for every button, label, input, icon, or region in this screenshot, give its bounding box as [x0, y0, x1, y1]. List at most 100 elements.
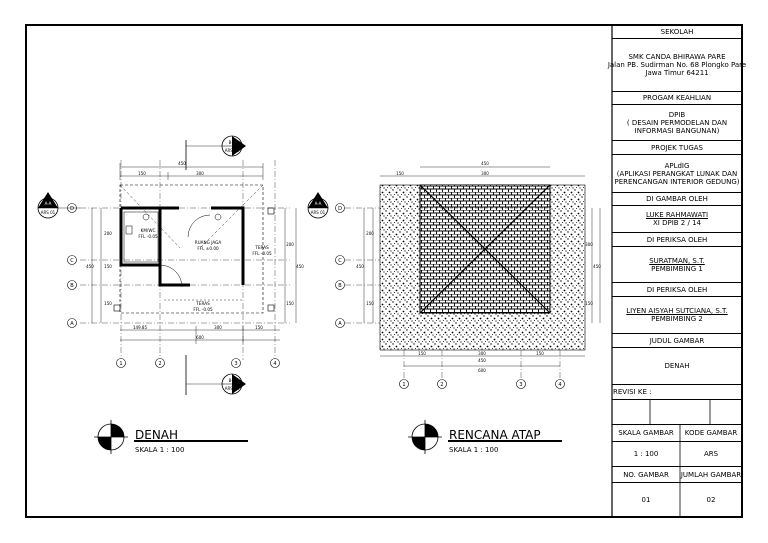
section-a-ref-left: ARS 01: [41, 210, 56, 215]
tb-program-header: PROGAM KEAHLIAN: [612, 92, 742, 105]
roof-dim-bottom-total: 600: [478, 368, 486, 373]
tb-project-name-3: PERENCANGAN INTERIOR GEDUNG): [614, 177, 740, 186]
section-a-label-left: A-A: [45, 201, 52, 206]
tb-school-address-2: Jawa Timur 64211: [645, 69, 709, 77]
grid-label-d: D: [70, 206, 74, 212]
roof-grid-label-c: C: [338, 258, 342, 264]
room-main-level: FFL ±0.00: [197, 246, 219, 251]
dim-left-a: 200: [104, 231, 112, 236]
denah-scale: SKALA 1 : 100: [135, 446, 184, 454]
tb-code-value: ARS: [703, 450, 719, 458]
dim-right-total: 450: [296, 264, 304, 269]
room-teras-label: TERAS: [195, 301, 210, 306]
section-marker-a-right: A-A ARS 01: [307, 192, 329, 219]
tb-sheet-total-header: JUMLAH GAMBAR: [680, 470, 742, 479]
tb-project-header: PROJEK TUGAS: [612, 141, 742, 155]
tb-school-name: SMK CANDA BHIRAWA PARE: [628, 53, 726, 61]
tb-checker-2-role: PEMBIMBING 2: [651, 315, 703, 323]
room-teras-side-level: FFL -0.05: [252, 251, 272, 256]
section-marker-b-top: B-B ARS 02: [185, 135, 246, 170]
tb-checker-2-name: LIYEN AISYAH SUTCIANA, S.T.: [626, 307, 728, 315]
room-teras-side-label: TERAS: [254, 245, 269, 250]
sheet-border: [25, 24, 743, 518]
tb-revision-cells: [612, 400, 742, 425]
roof-grid-label-2: 2: [440, 382, 443, 388]
section-marker-a-left: A-A ARS 01: [37, 192, 80, 219]
grid-label-3: 3: [234, 361, 237, 367]
roof-grid-label-b: B: [338, 283, 342, 289]
walls: [119, 206, 245, 287]
grid-label-c: C: [70, 258, 74, 264]
roof-dim-right-total: 450: [593, 264, 601, 269]
section-b-ref-bottom: ARS 02: [225, 386, 240, 391]
title-block: SEKOLAH SMK CANDA BHIRAWA PARE Jalan PB.…: [608, 25, 746, 517]
dim-right-a: 200: [286, 242, 294, 247]
tb-scale-code-values: 1 : 100 ARS: [612, 442, 742, 467]
tb-sekolah-header: SEKOLAH: [612, 25, 742, 39]
tb-project-info: APLdIG (APLIKASI PERANGKAT LUNAK DAN PER…: [612, 155, 742, 193]
dimension-lines: [91, 163, 297, 344]
section-b-ref-top: ARS 02: [225, 148, 240, 153]
grid-label-4: 4: [273, 361, 276, 367]
tb-sheet-total-value: 02: [706, 496, 716, 504]
tb-sheet-values: 01 02: [612, 483, 742, 517]
roof-dim-top-total: 450: [481, 161, 489, 166]
roof-dim-top-b: 300: [481, 171, 489, 176]
grid-label-2: 2: [158, 361, 161, 367]
roof-dim-left-b: 150: [366, 301, 374, 306]
roof-grid-label-4: 4: [558, 382, 561, 388]
grid-label-1: 1: [119, 361, 122, 367]
dim-top-a: 150: [138, 171, 146, 176]
tb-sheet-no-value: 01: [641, 496, 651, 504]
tb-checker-2: LIYEN AISYAH SUTCIANA, S.T. PEMBIMBING 2: [612, 297, 742, 334]
grid-label-a: A: [70, 321, 74, 327]
grid-bubbles: [67, 203, 280, 368]
roof-dim-bottom-b: 300: [478, 351, 486, 356]
dim-misc: 149.85: [133, 325, 147, 330]
tb-checker-1: SURATMAN, S.T. PEMBIMBING 1: [612, 247, 742, 283]
tb-program-info: DPIB ( DESAIN PERMODELAN DAN INFORMASI B…: [612, 105, 742, 141]
tb-drawn-by-header: DI GAMBAR OLEH: [612, 193, 742, 206]
section-a-label-right: A-A: [315, 201, 322, 206]
roof-dim-top-a: 150: [396, 171, 404, 176]
tb-checker-1-role: PEMBIMBING 1: [651, 264, 703, 273]
roof-dim-left-a: 200: [366, 231, 374, 236]
tb-drawn-by: LUKE RAHMAWATI XI DPIB 2 / 14: [612, 206, 742, 233]
roof-title: RENCANA ATAP: [449, 428, 541, 442]
tb-checked-by-header-2: DI PERIKSA OLEH: [612, 283, 742, 297]
dim-left-total: 450: [86, 264, 94, 269]
tb-program-name-2: ( DESAIN PERMODELAN DAN: [626, 118, 728, 127]
roof-dim-right-b: 150: [585, 301, 593, 306]
tb-drawn-by-name: LUKE RAHMAWATI: [645, 211, 709, 219]
section-b-label-top: B-B: [229, 140, 236, 145]
grid-label-b: B: [70, 283, 74, 289]
dim-bottom-c: 150: [255, 325, 263, 330]
room-kmwc-level: FFL -0.05: [138, 234, 158, 239]
tb-scale-value: 1 : 100: [633, 450, 659, 458]
roof-grid-label-3: 3: [519, 382, 522, 388]
tb-program-name-3: INFORMASI BANGUNAN): [634, 126, 720, 135]
denah-title-block: DENAH SKALA 1 : 100: [94, 420, 248, 454]
roof-dim-bottom-mid: 450: [478, 358, 486, 363]
roof-dim-bottom-c: 150: [536, 351, 544, 356]
dim-bottom-total: 600: [196, 335, 204, 340]
section-b-label-bottom: B-B: [229, 378, 236, 383]
dim-top-b: 300: [196, 171, 204, 176]
tb-program-name-1: DPIB: [668, 110, 686, 119]
room-teras-level: FFL -0.05: [193, 307, 213, 312]
tb-project-name-2: (APLIKASI PERANGKAT LUNAK DAN: [616, 169, 738, 178]
tb-school-info: SMK CANDA BHIRAWA PARE Jalan PB. Sudirma…: [608, 39, 746, 92]
tb-school-address-1: Jalan PB. Sudirman No. 68 Plongko Pare: [607, 61, 747, 69]
roof-grid-label-d: D: [338, 206, 342, 212]
dim-bottom-b: 300: [214, 325, 222, 330]
tb-project-name-1: APLdIG: [664, 161, 690, 170]
tb-scale-header: SKALA GAMBAR: [618, 429, 674, 437]
tb-drawing-title-header: JUDUL GAMBAR: [612, 334, 742, 348]
roof-scale: SKALA 1 : 100: [449, 446, 498, 454]
tb-drawing-title: DENAH: [612, 348, 742, 385]
tb-drawn-by-class: XI DPIB 2 / 14: [653, 219, 701, 227]
dim-left-b: 150: [104, 264, 112, 269]
section-a-ref-right: ARS 01: [311, 210, 326, 215]
tb-revision: REVISI KE :: [612, 385, 742, 400]
